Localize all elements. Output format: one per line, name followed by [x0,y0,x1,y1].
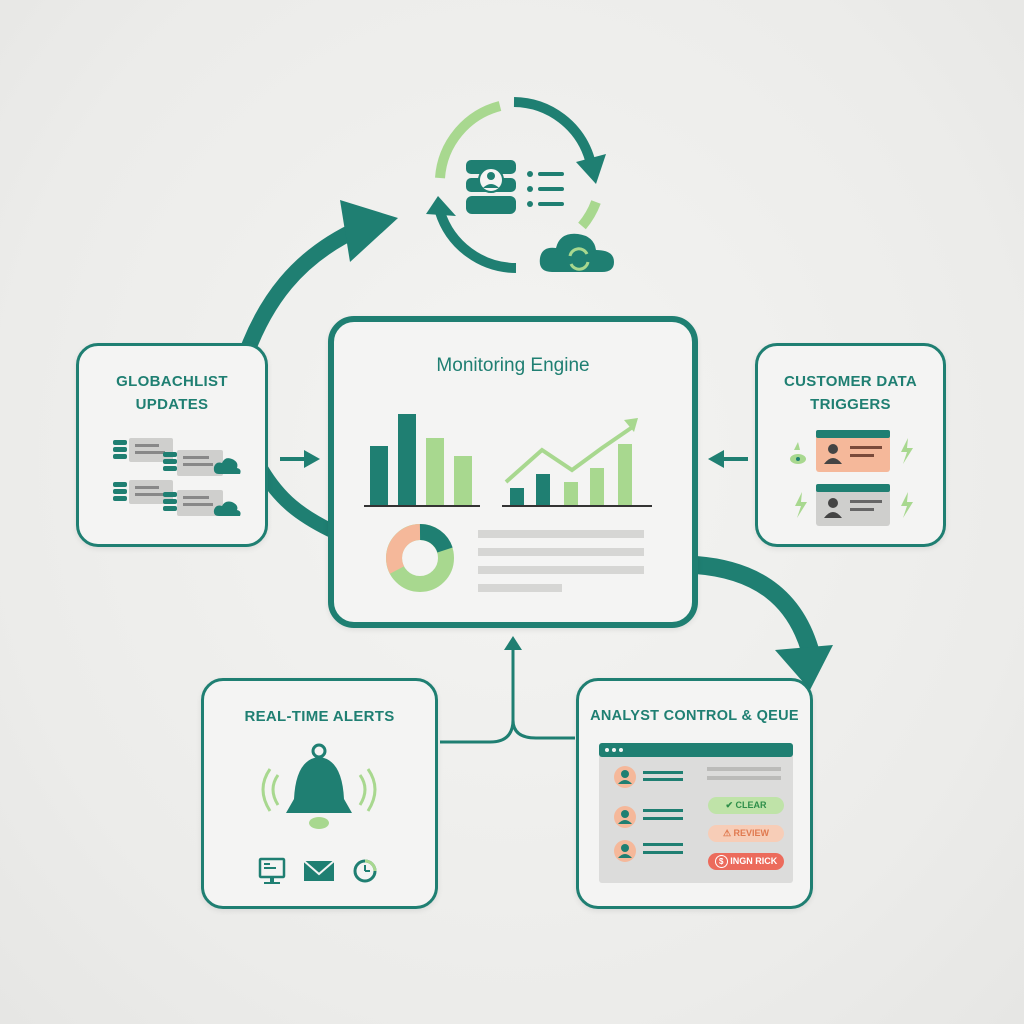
queue-row-3 [614,840,683,862]
watchlist-title-line1: GLOBACHLIST [116,373,228,390]
bar-chart-icon [364,414,480,507]
database-icon [466,160,516,214]
cycle-arc-right-light [578,200,601,230]
alerts-graphic [258,743,377,884]
cycle-arc-light [435,101,502,179]
arrow-head-engine-left [304,450,320,468]
cycle-arrow-head-right [576,154,606,184]
queue-row-2 [614,806,683,828]
watchlist-graphic [113,438,241,516]
trend-chart-icon [502,418,652,507]
watchlist-entry-2 [113,480,241,516]
analyst-title: ANALYST CONTROL & QEUE [590,708,799,724]
watchlist-title-line2: UPDATES [135,396,209,413]
alerts-title: REAL-TIME ALERTS [244,708,395,725]
cycle-arc-top [513,97,595,162]
watchlist-title: GLOBACHLIST UPDATES [79,370,265,416]
check-icon: ✔ [725,800,734,810]
arrow-head-sync [340,200,398,262]
monitor-icon [258,857,286,884]
monitoring-engine-card[interactable]: Monitoring Engine [328,316,698,628]
sync-cycle [426,97,614,273]
bell-icon [261,743,377,829]
id-card-icon [816,430,890,472]
watchlist-updates-card[interactable]: GLOBACHLIST UPDATES [76,343,268,547]
mail-icon [303,860,335,881]
list-icon [527,171,564,207]
arrow-engine-to-analyst [687,556,819,659]
cloud-sync-icon [539,233,614,272]
cycle-arc-bottom [435,210,517,273]
warning-icon: ⚠ [722,828,732,838]
id-card-icon [816,484,890,526]
real-time-alerts-card[interactable]: REAL-TIME ALERTS [201,678,438,909]
watchlist-entry-1 [113,438,241,476]
engine-title: Monitoring Engine [436,355,590,376]
status-clear-label: CLEAR [735,800,767,810]
customer-title: CUSTOMER DATA TRIGGERS [758,370,943,416]
arrow-head-engine-bottom [504,636,522,650]
lightning-icon [790,438,913,518]
engine-dashboard-graphic [364,414,652,592]
cycle-arrow-head-left [426,196,456,216]
status-high-risk-label: INGN RICK [730,856,778,866]
status-clear-badge[interactable]: ✔ CLEAR [708,797,784,814]
analyst-control-queue-card[interactable]: ANALYST CONTROL & QEUE [576,678,813,909]
status-review-label: REVIEW [733,828,770,838]
status-high-risk-badge[interactable]: $ INGN RICK [708,853,784,870]
donut-chart-icon [386,524,454,592]
customer-graphic [790,430,913,526]
clock-icon [353,859,377,883]
dollar-icon: $ [714,855,728,868]
status-pills: ✔ CLEAR ⚠ REVIEW $ INGN RICK [708,797,788,877]
queue-row-1 [614,766,683,788]
arrow-head-analyst [775,645,833,690]
customer-data-triggers-card[interactable]: CUSTOMER DATA TRIGGERS [755,343,946,547]
arrow-head-engine-right [708,450,724,468]
arrow-watchlist-engine-curve [255,463,337,537]
connector-alerts-analyst [440,648,575,744]
customer-title-line2: TRIGGERS [810,396,891,413]
status-review-badge[interactable]: ⚠ REVIEW [708,825,784,842]
customer-title-line1: CUSTOMER DATA [783,373,918,390]
analyst-queue-window [599,743,793,883]
report-lines [478,530,644,592]
